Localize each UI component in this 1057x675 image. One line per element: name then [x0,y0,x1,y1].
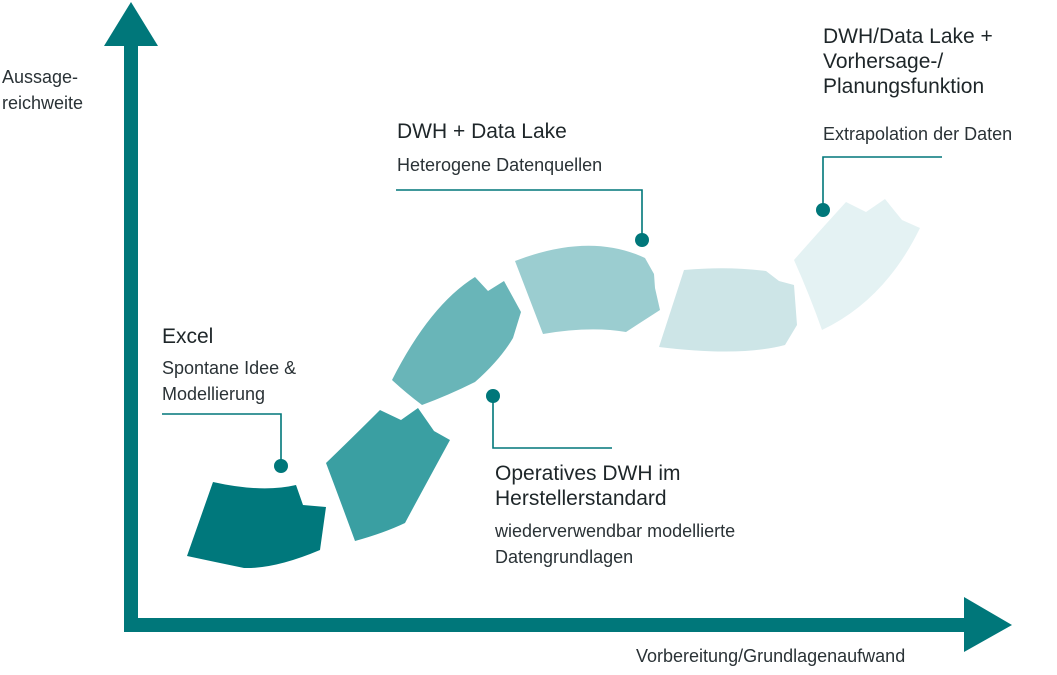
y-axis-line [124,44,138,632]
stage-dwh-data-lake-title: DWH + Data Lake [397,120,567,143]
x-axis-line [124,618,968,632]
x-axis-arrowhead [964,597,1012,652]
x-axis-label: Vorbereitung/Grundlagenaufwand [636,646,906,666]
stage-excel-title: Excel [162,325,214,348]
segment-operatives-dwh [326,408,450,541]
stage-operatives-dwh-title: Operatives DWH im Herstellerstandard [495,462,681,511]
segment-forecast [794,199,920,330]
y-axis-label: Aussage- reichweite [2,67,84,114]
stage-excel-subtitle: Spontane Idee & Modellierung [162,358,297,405]
stage-forecast-title: DWH/Data Lake + Vorhersage-/ Planungsfun… [823,25,993,99]
segment-transition [392,277,521,405]
connector-excel [162,413,288,473]
stage-forecast-subtitle: Extrapolation der Daten [823,124,1013,144]
connector-operatives-dwh [486,389,612,449]
stage-dwh-data-lake-subtitle: Heterogene Datenquellen [397,155,603,175]
s-curve-segments [187,199,920,569]
y-axis-arrowhead [104,2,158,46]
connector-forecast [816,156,942,217]
segment-excel [187,482,326,569]
segment-dwh-light [659,268,797,352]
connectors [162,156,942,473]
connector-dwh-data-lake [396,189,649,247]
axes [104,2,1012,652]
segment-dwh-data-lake [515,245,660,334]
stage-operatives-dwh-subtitle: wiederverwendbar modellierte Datengrundl… [495,521,736,568]
